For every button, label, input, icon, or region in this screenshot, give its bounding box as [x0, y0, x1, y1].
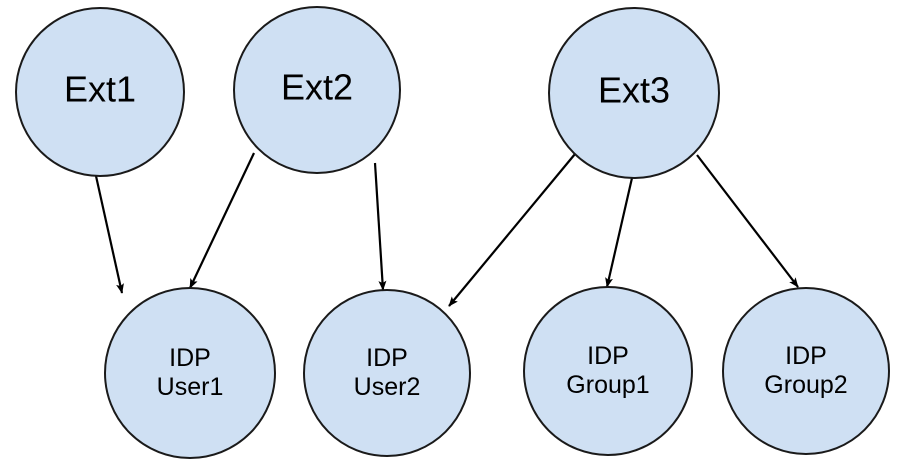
node-ext1[interactable]: Ext1	[15, 7, 185, 177]
edge-ext2-to-user1	[189, 152, 255, 289]
edge-line	[189, 152, 255, 289]
edge-ext3-to-user2	[448, 153, 576, 307]
edge-ext3-to-group2	[696, 154, 799, 288]
edge-line	[94, 175, 124, 294]
node-circle-ext1[interactable]	[15, 7, 185, 177]
node-ext2[interactable]: Ext2	[233, 6, 401, 174]
node-circle-user1[interactable]	[104, 287, 276, 459]
edge-ext2-to-user2	[373, 162, 387, 291]
node-circle-ext3[interactable]	[548, 7, 720, 179]
edge-line	[605, 177, 634, 288]
edge-line	[696, 154, 799, 288]
node-circle-group1[interactable]	[523, 286, 693, 456]
edge-ext1-to-user1	[94, 175, 124, 294]
edge-ext3-to-group1	[605, 177, 634, 288]
node-ext3[interactable]: Ext3	[548, 7, 720, 179]
node-circle-user2[interactable]	[303, 289, 471, 457]
edge-line	[373, 162, 387, 291]
node-circle-group2[interactable]	[722, 287, 890, 455]
node-circle-ext2[interactable]	[233, 6, 401, 174]
edges-layer	[94, 152, 799, 307]
edge-line	[448, 153, 576, 307]
